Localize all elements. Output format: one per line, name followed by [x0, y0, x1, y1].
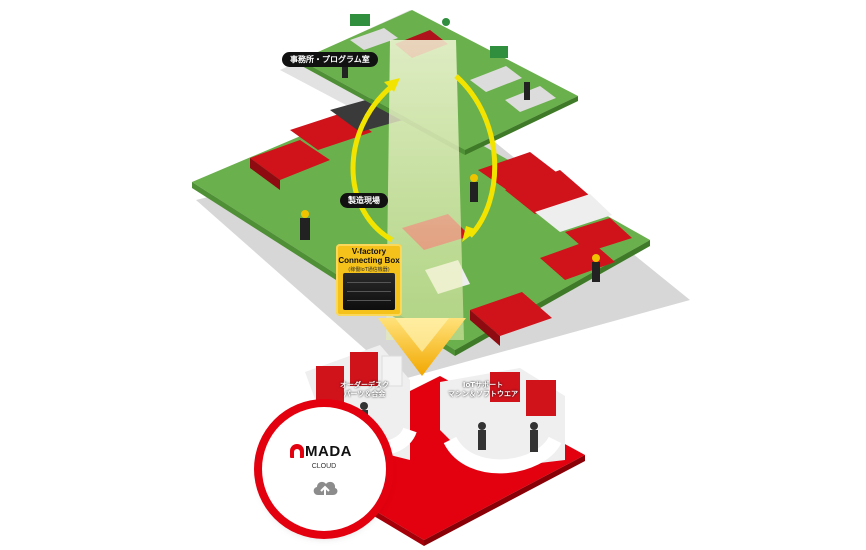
amada-logo: MADA: [290, 443, 352, 460]
order-desk-label: オーダーデスク パーツ＆合金: [340, 381, 389, 398]
cloud-label: CLOUD: [311, 463, 337, 470]
cloud-upload-icon: [313, 481, 338, 496]
connecting-box-title: V-factory Connecting Box: [338, 247, 400, 265]
iot-support-booth: [440, 368, 565, 474]
sync-arrow-right: [454, 74, 498, 238]
data-beam: [386, 40, 464, 340]
connecting-box-device: [343, 273, 395, 310]
connecting-box: V-factory Connecting Box (稼働IoT通信機器): [336, 244, 402, 316]
amada-cloud-badge: MADA CLOUD: [262, 407, 386, 531]
connecting-box-subtitle: (稼働IoT通信機器): [348, 267, 390, 273]
amada-brand-text: MADA: [305, 443, 352, 460]
factory-label: 製造現場: [340, 193, 388, 208]
iot-support-label: IoTサポート マシン＆ソフトウエア: [448, 381, 518, 398]
sync-arrow-left: [350, 84, 394, 243]
amada-logo-icon: [290, 444, 304, 458]
office-label: 事務所・プログラム室: [282, 52, 378, 67]
